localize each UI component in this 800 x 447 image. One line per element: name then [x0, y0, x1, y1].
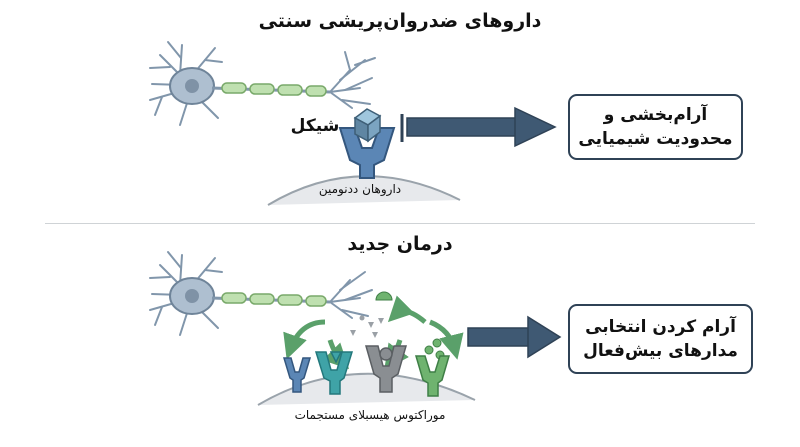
receptor-teal	[314, 351, 354, 395]
bottom-section-title: درمان جدید	[347, 233, 453, 255]
result-top-line2: محدودیت شیمیایی	[578, 129, 733, 149]
arrow-top	[400, 106, 557, 148]
cell-membrane-bottom	[257, 372, 476, 406]
receptor-top	[338, 127, 396, 179]
receptor-label-bottom: موراکتوس هیسبلای مستجمات	[294, 408, 446, 422]
receptor-label-top: داروهان ددنومین	[318, 182, 402, 196]
neuron-bottom	[149, 251, 373, 336]
neurotransmitter-particles	[350, 315, 384, 338]
drug-label: شیکل	[290, 116, 340, 136]
section-divider	[45, 223, 755, 224]
receptor-grey	[365, 345, 407, 393]
drug-cube-icon	[353, 108, 382, 143]
neuron-top	[149, 41, 376, 126]
top-section-title: داروهای ضدروان‌پریشی سنتی	[258, 10, 542, 32]
result-box-top: آرام‌بخشی و محدودیت شیمیایی	[568, 94, 743, 160]
result-top-line1: آرام‌بخشی و	[603, 105, 708, 125]
receptor-blue	[282, 357, 312, 393]
result-box-bottom: آرام کردن انتخابی مدارهای بیش‌فعال	[568, 304, 753, 374]
result-bottom-line1: آرام کردن انتخابی	[585, 317, 736, 337]
arrow-bottom	[467, 315, 562, 359]
receptor-green	[415, 355, 450, 397]
result-bottom-line2: مدارهای بیش‌فعال	[583, 341, 738, 361]
